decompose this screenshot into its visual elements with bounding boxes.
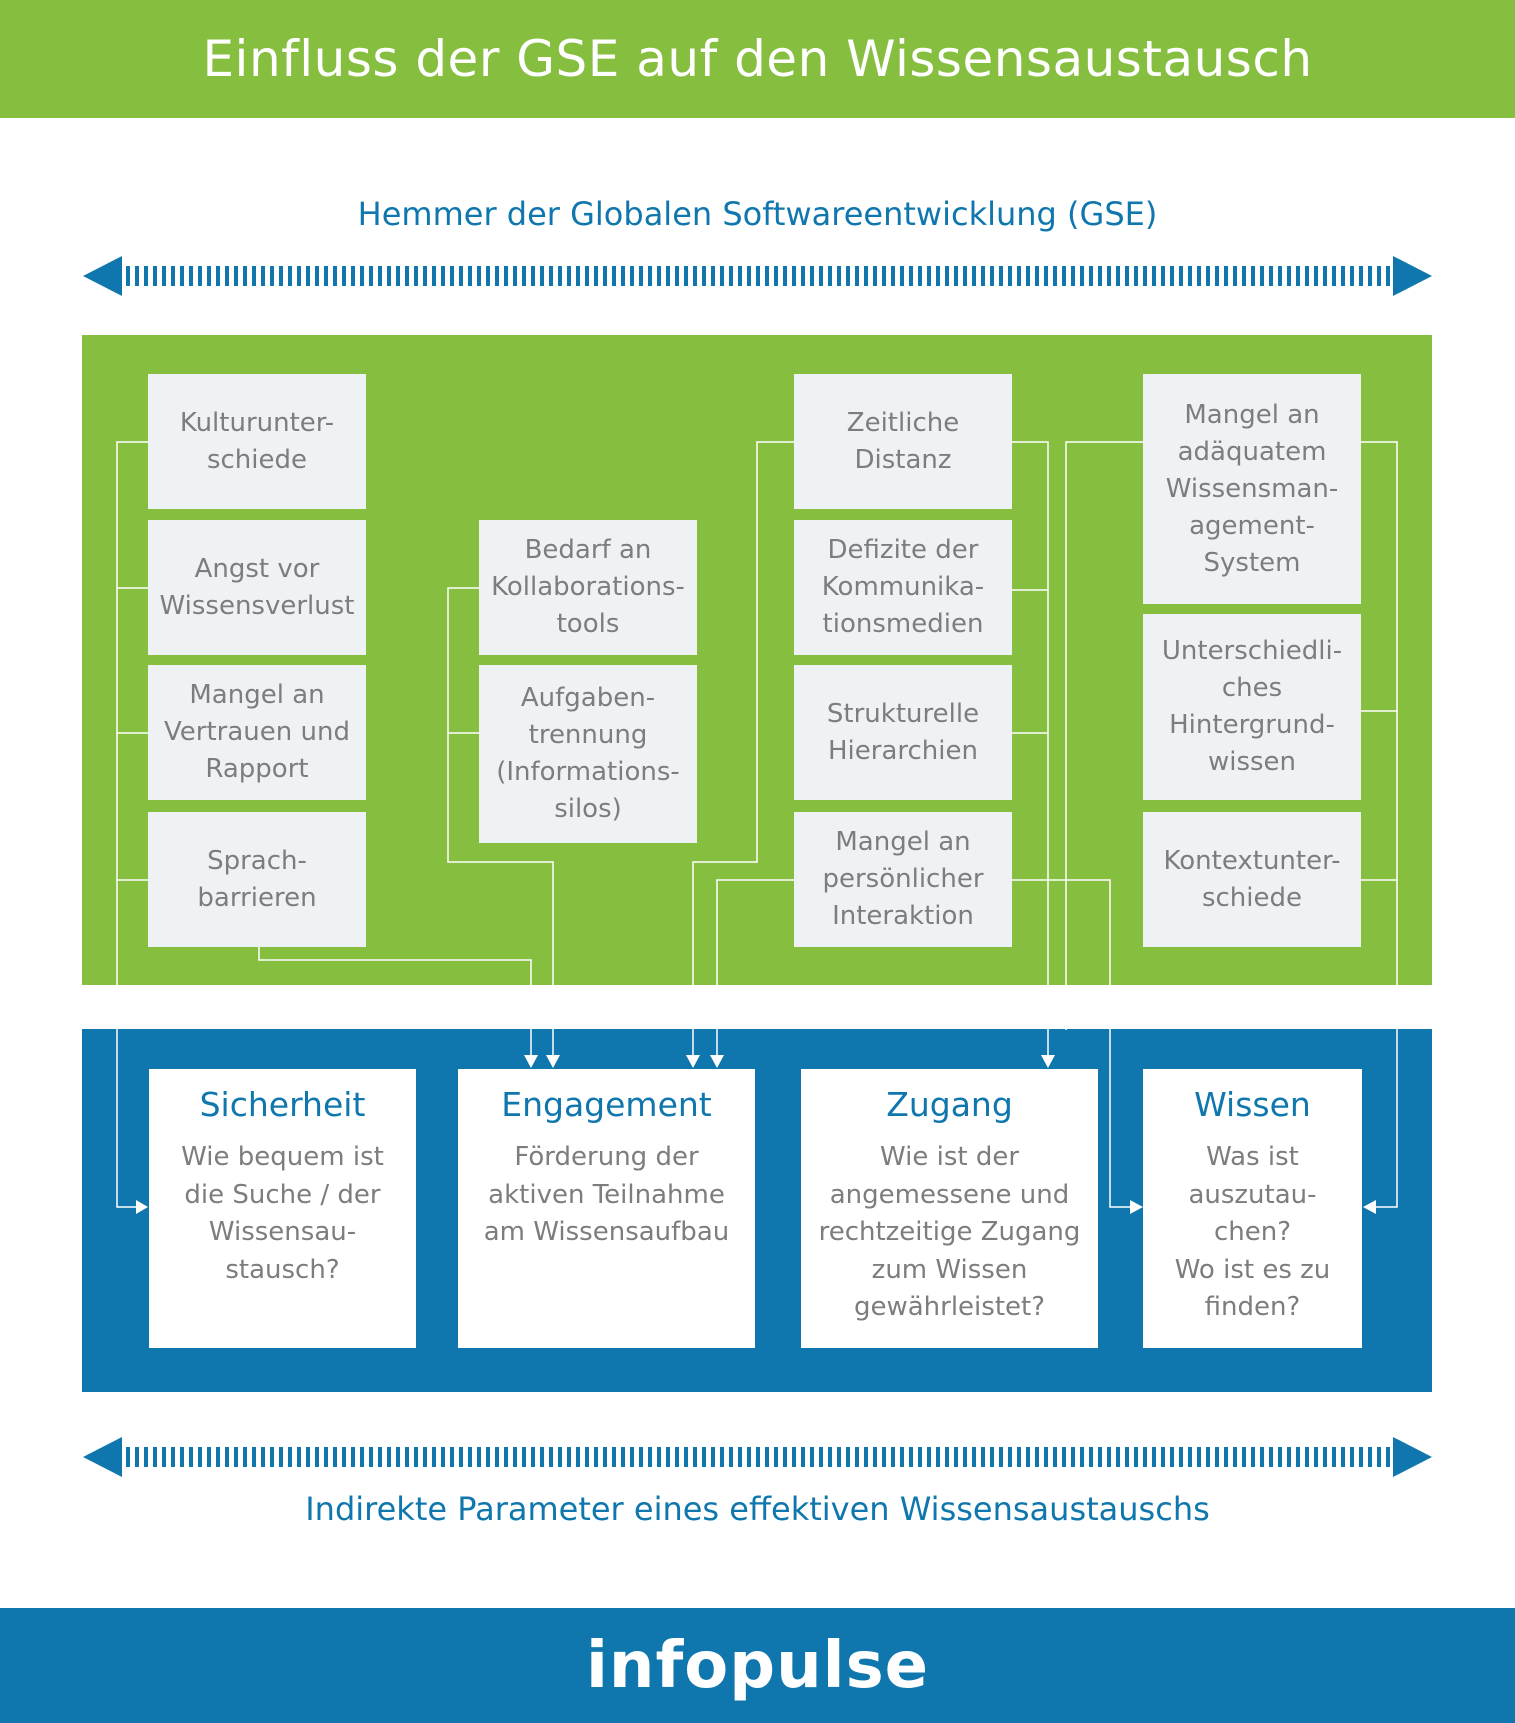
hindrance-communication-media: Defizite der Kommunika- tionsmedien: [794, 520, 1012, 655]
hindrance-structural-hierarchies: Strukturelle Hierarchien: [794, 665, 1012, 800]
double-arrow-top: [83, 256, 1432, 296]
hindrance-collaboration-tools: Bedarf an Kollaborations- tools: [479, 520, 697, 655]
arrowheads: [136, 1055, 1376, 1214]
parameter-description: Was ist auszutau- chen? Wo ist es zu fin…: [1174, 1142, 1331, 1322]
hindrance-task-separation: Aufgaben- trennung (Informations- silos): [479, 665, 697, 843]
parameter-card-wissen: Wissen Was ist auszutau- chen? Wo ist es…: [1143, 1069, 1362, 1348]
parameter-card-engagement: Engagement Förderung der aktiven Teilnah…: [458, 1069, 755, 1348]
double-arrow-bottom: [83, 1437, 1432, 1477]
bottom-label: Indirekte Parameter eines effektiven Wis…: [305, 1490, 1210, 1528]
parameter-card-zugang: Zugang Wie ist der angemessene und recht…: [801, 1069, 1098, 1348]
hindrance-fear-of-knowledge-loss: Angst vor Wissensverlust: [148, 520, 366, 655]
title-bar: Einfluss der GSE auf den Wissensaustausc…: [0, 0, 1515, 118]
hindrance-cultural-differences: Kulturunter- schiede: [148, 374, 366, 509]
parameter-title: Zugang: [886, 1085, 1013, 1124]
hindrance-context-differences: Kontextunter- schiede: [1143, 812, 1361, 947]
hindrance-knowledge-management-system: Mangel an adäquatem Wissensman- agement-…: [1143, 374, 1361, 604]
parameter-title: Sicherheit: [199, 1085, 366, 1124]
parameter-title: Engagement: [501, 1085, 712, 1124]
hindrance-personal-interaction: Mangel an persönlicher Interaktion: [794, 812, 1012, 947]
parameter-description: Wie ist der angemessene und rechtzeitige…: [818, 1142, 1081, 1322]
connector-lines: [116, 441, 1398, 1208]
infopulse-logo: infopulse: [585, 1628, 930, 1703]
hindrance-language-barriers: Sprach- barrieren: [148, 812, 366, 947]
hindrance-lack-of-trust: Mangel an Vertrauen und Rapport: [148, 665, 366, 800]
parameter-card-sicherheit: Sicherheit Wie bequem ist die Suche / de…: [149, 1069, 416, 1348]
footer-bar: infopulse: [0, 1608, 1515, 1723]
top-label: Hemmer der Globalen Softwareentwicklung …: [357, 195, 1158, 233]
hindrance-background-knowledge: Unterschiedli- ches Hintergrund- wissen: [1143, 614, 1361, 800]
page-title: Einfluss der GSE auf den Wissensaustausc…: [202, 30, 1313, 88]
parameter-description: Wie bequem ist die Suche / der Wissensau…: [181, 1142, 384, 1285]
parameter-title: Wissen: [1194, 1085, 1311, 1124]
parameter-description: Förderung der aktiven Teilnahme am Wisse…: [483, 1142, 730, 1247]
hindrance-time-distance: Zeitliche Distanz: [794, 374, 1012, 509]
